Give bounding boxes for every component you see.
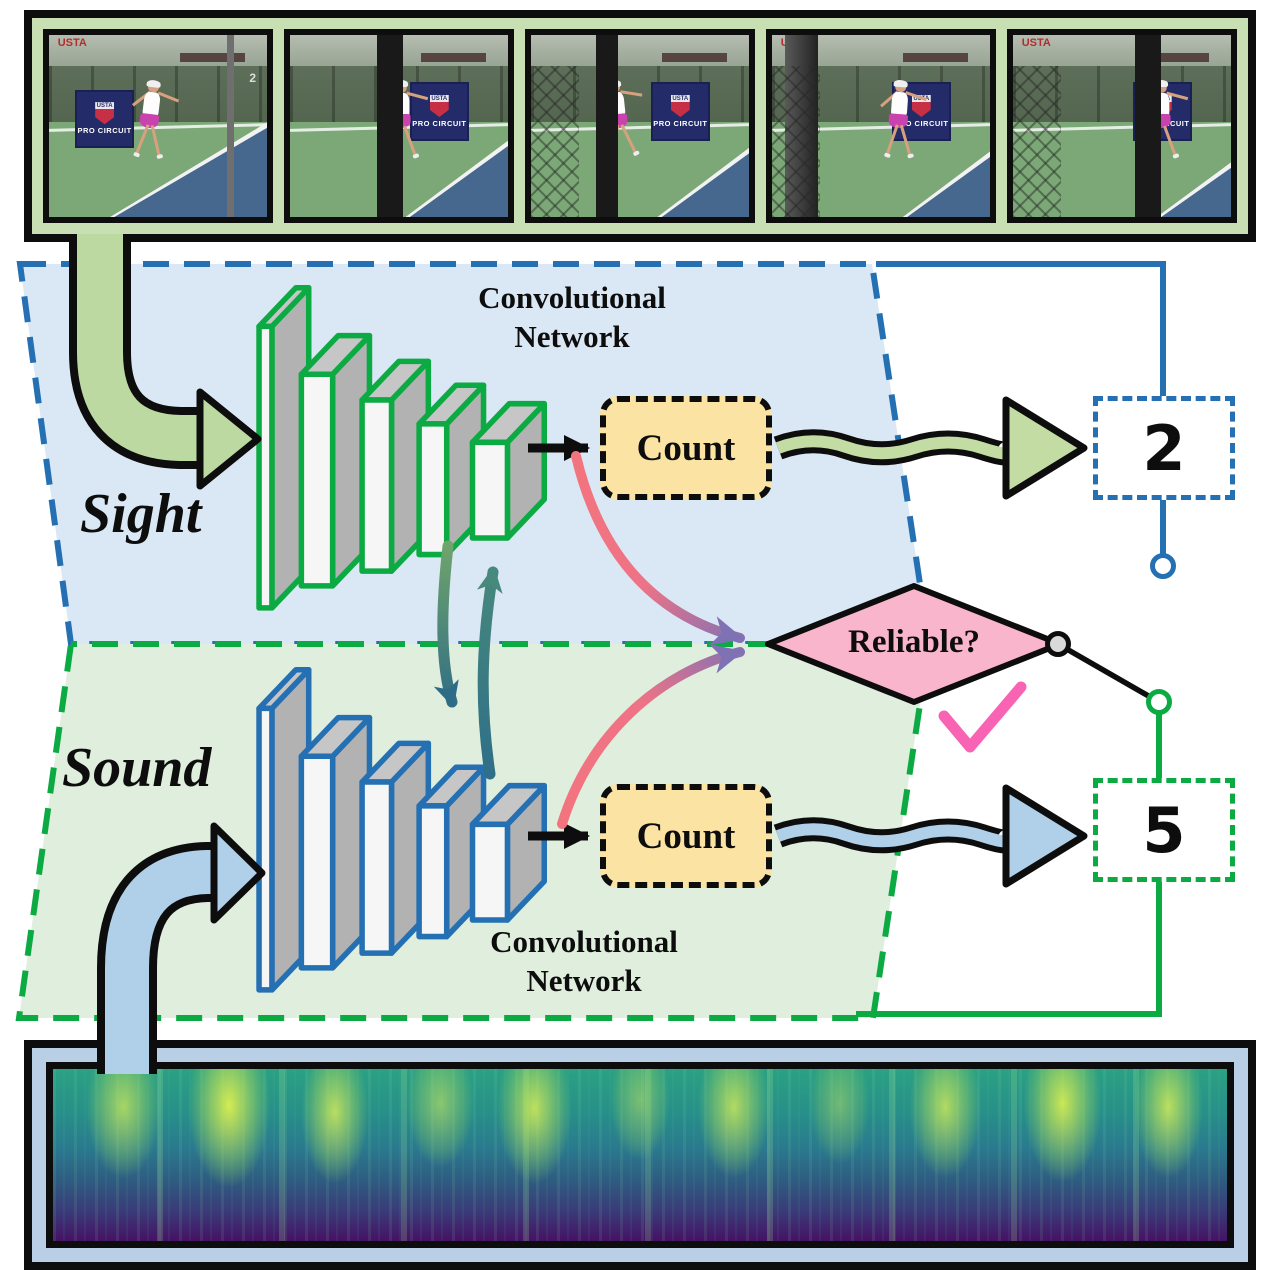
sight-network-label-line2: Network	[514, 319, 630, 354]
sound-count-box-label: Count	[636, 815, 736, 857]
usta-shield-icon: USTA	[429, 94, 449, 117]
sight-result-arrow	[773, 396, 1088, 500]
player-leg	[1163, 124, 1178, 157]
top-banner	[531, 35, 749, 66]
video-frame-4: USTA USTA PRO CIRCUIT	[766, 29, 996, 223]
fence-pole	[596, 35, 619, 217]
player-leg	[403, 124, 418, 157]
sponsor-banner: USTA PRO CIRCUIT	[650, 82, 710, 141]
sound-terminal[interactable]	[1146, 689, 1172, 715]
shield-org-text: USTA	[96, 103, 113, 110]
top-banner-text: USTA	[1021, 37, 1051, 50]
sight-count-box: Count	[600, 396, 772, 500]
sound-network-label: Convolutional Network	[424, 922, 744, 1000]
sound-output-value: 5	[1142, 793, 1186, 867]
check-icon	[938, 681, 1027, 753]
fence-pole	[377, 35, 404, 217]
chain-link-fence	[772, 65, 820, 217]
switch-pivot	[1045, 631, 1071, 657]
sound-count-box: Count	[600, 784, 772, 888]
sight-output-wire	[876, 261, 1166, 398]
chain-link-fence	[531, 65, 579, 217]
player-visor	[1154, 79, 1169, 88]
player-leg	[134, 124, 150, 156]
sound-network-label-line1: Convolutional	[490, 924, 678, 959]
sponsor-banner-text: PRO CIRCUIT	[894, 119, 949, 128]
top-banner-text: USTA	[57, 37, 87, 50]
exchange-arrow-down	[433, 540, 459, 708]
exchange-arrow-up	[476, 566, 503, 780]
tennis-player	[878, 79, 928, 163]
sight-output-box: 2	[1093, 396, 1235, 500]
usta-shield-icon: USTA	[670, 94, 690, 117]
sound-output-box: 5	[1093, 778, 1235, 882]
sight-label: Sight	[80, 483, 202, 545]
court-number: 2	[249, 71, 257, 86]
sight-count-box-label: Count	[636, 427, 736, 469]
switch-arm[interactable]	[1056, 641, 1154, 701]
sight-network-label-line1: Convolutional	[478, 280, 666, 315]
player-leg	[900, 125, 913, 158]
player-head	[1156, 82, 1167, 93]
sponsor-banner: USTA PRO CIRCUIT	[75, 89, 135, 148]
sound-label: Sound	[62, 737, 212, 799]
sound-output-wire	[856, 880, 1162, 1017]
fence-pole	[1135, 35, 1162, 217]
audio-spectrogram	[46, 1062, 1234, 1248]
sound-network-label-line2: Network	[526, 963, 642, 998]
video-frame-3: USTA PRO CIRCUIT	[525, 29, 755, 223]
sight-output-value: 2	[1142, 411, 1186, 485]
video-frame-5: USTA USTA PRO CIRCUIT	[1007, 29, 1237, 223]
sponsor-banner-text: PRO CIRCUIT	[412, 119, 467, 128]
video-frame-strip: USTA 2 USTA PRO CIRCUIT	[24, 10, 1256, 242]
reliable-label: Reliable?	[848, 624, 980, 660]
sound-result-arrow	[773, 784, 1088, 888]
sight-terminal[interactable]	[1150, 553, 1176, 579]
player-leg	[885, 124, 899, 157]
top-banner: USTA	[1013, 35, 1231, 66]
player-leg	[150, 125, 162, 158]
chain-link-fence	[1013, 65, 1061, 217]
video-frame-2: USTA PRO CIRCUIT	[284, 29, 514, 223]
sponsor-banner-text: PRO CIRCUIT	[653, 119, 708, 128]
sponsor-banner: USTA PRO CIRCUIT	[409, 82, 469, 141]
sponsor-banner-text: PRO CIRCUIT	[77, 126, 132, 136]
shield-org-text: USTA	[672, 95, 689, 102]
shield-org-text: USTA	[431, 95, 448, 102]
spectrogram-box	[24, 1040, 1256, 1270]
player-leg	[620, 124, 638, 155]
video-frame-1: USTA 2 USTA PRO CIRCUIT	[43, 29, 273, 223]
sight-input-arrow	[69, 234, 262, 490]
sound-input-arrow	[97, 822, 266, 1074]
fence-pole	[226, 35, 235, 217]
fence-background	[1013, 65, 1231, 123]
sight-network-label: Convolutional Network	[412, 278, 732, 356]
usta-shield-icon: USTA	[95, 102, 114, 125]
fence-pole	[785, 35, 818, 217]
